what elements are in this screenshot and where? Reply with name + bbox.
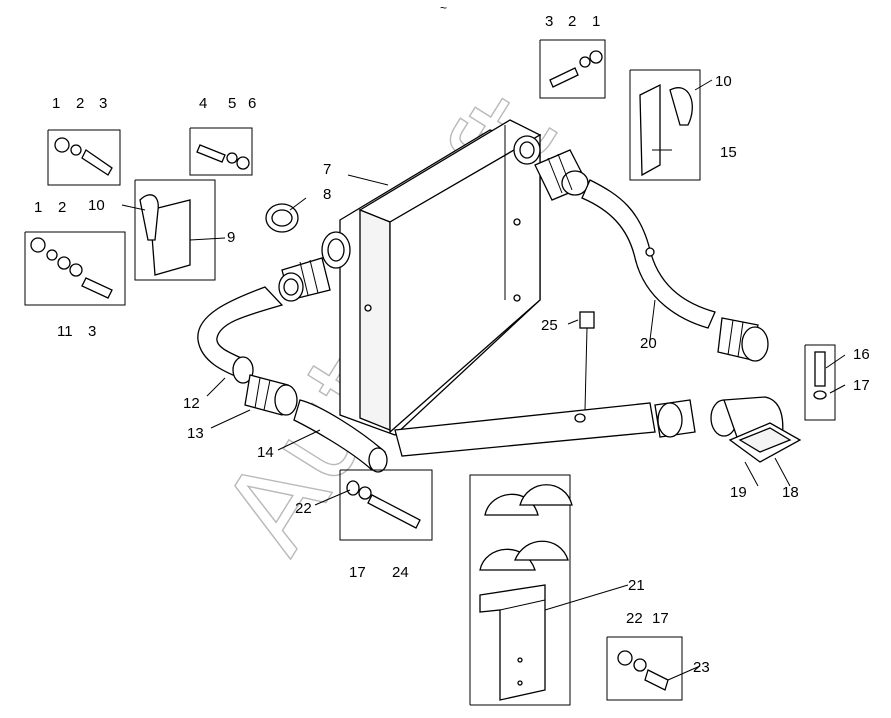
coupling-13 <box>244 374 298 416</box>
bent-pipe-12 <box>197 286 284 384</box>
callout-2-right: 2 <box>568 13 576 30</box>
bracket-inset-21 <box>469 474 573 706</box>
fastener-group-22-17-24 <box>339 469 433 541</box>
callout-17-left: 17 <box>349 564 366 581</box>
callout-11: 11 <box>57 323 73 340</box>
bracket-15 <box>629 69 701 181</box>
callout-10-right: 10 <box>715 73 732 90</box>
fastener-group-top-center <box>189 127 253 176</box>
hose-upper-right <box>534 149 589 201</box>
pipe-14 <box>293 399 388 473</box>
leader-lines <box>121 79 846 681</box>
callout-21: 21 <box>628 577 645 594</box>
top-mark: ~ <box>440 1 447 15</box>
lower-pipe <box>394 399 738 457</box>
callout-22-left: 22 <box>295 500 312 517</box>
fastener-group-left <box>24 231 126 306</box>
radiator-core <box>321 119 542 436</box>
callout-13: 13 <box>187 425 204 442</box>
left-hose-8 <box>265 203 299 233</box>
callout-12: 12 <box>183 395 200 412</box>
fastener-group-top-left <box>47 129 121 186</box>
callout-19: 19 <box>730 484 747 501</box>
callout-15: 15 <box>720 144 737 161</box>
pipe-20 <box>581 179 769 362</box>
callout-3-left: 3 <box>88 323 96 340</box>
callout-20: 20 <box>640 335 657 352</box>
fastener-group-top-right <box>539 39 606 99</box>
fastener-group-22-17-23 <box>606 636 683 701</box>
bracket-9 <box>134 179 216 281</box>
callout-22-right: 22 <box>626 610 643 627</box>
callout-3: 3 <box>99 95 107 112</box>
callout-6: 6 <box>248 95 256 112</box>
left-coupling-upper <box>278 257 331 302</box>
callout-17-bottom: 17 <box>652 610 669 627</box>
callout-9: 9 <box>227 229 235 246</box>
callout-16: 16 <box>853 346 870 363</box>
callout-7: 7 <box>323 161 331 178</box>
callout-2-left: 2 <box>58 199 66 216</box>
callout-1-left: 1 <box>34 199 42 216</box>
fastener-group-16-17 <box>804 344 836 421</box>
callout-8: 8 <box>323 186 331 203</box>
callouts: 1 2 3 4 5 6 7 8 9 10 1 2 11 3 12 13 14 2… <box>34 13 870 676</box>
callout-1-right: 1 <box>592 13 600 30</box>
callout-24: 24 <box>392 564 409 581</box>
bolt-25 <box>579 311 595 411</box>
callout-14: 14 <box>257 444 274 461</box>
callout-3-right: 3 <box>545 13 553 30</box>
callout-25: 25 <box>541 317 558 334</box>
elbow-flange-18-19 <box>723 396 802 463</box>
callout-1: 1 <box>52 95 60 112</box>
callout-4: 4 <box>199 95 207 112</box>
callout-23: 23 <box>693 659 710 676</box>
callout-18: 18 <box>782 484 799 501</box>
callout-2: 2 <box>76 95 84 112</box>
callout-17-right: 17 <box>853 377 870 394</box>
callout-10-left: 10 <box>88 197 105 214</box>
callout-5: 5 <box>228 95 236 112</box>
